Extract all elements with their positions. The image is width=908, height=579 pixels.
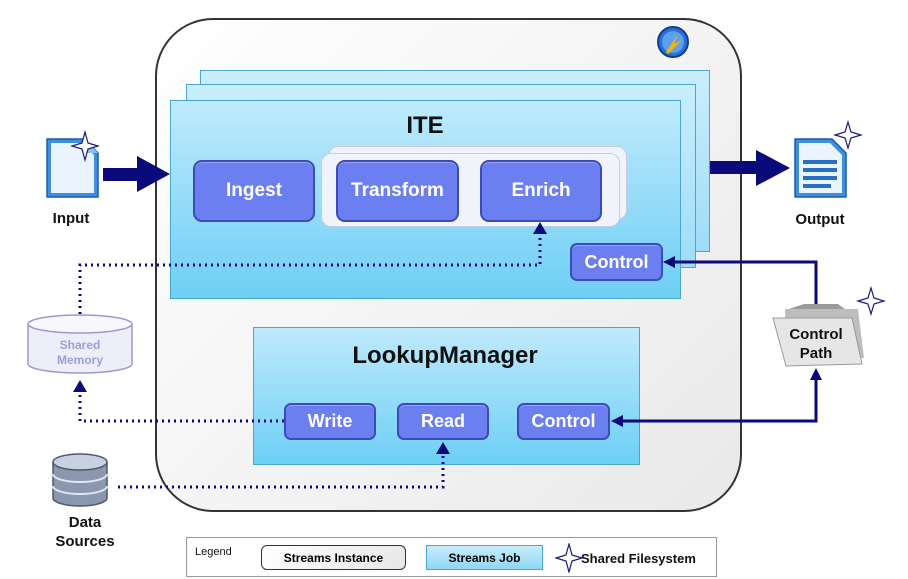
legend-sparkle-icon bbox=[555, 543, 583, 573]
legend-title: Legend bbox=[195, 546, 232, 558]
write-button[interactable]: Write bbox=[284, 403, 376, 440]
lookupmanager-title: LookupManager bbox=[352, 342, 538, 369]
transform-button[interactable]: Transform bbox=[336, 160, 459, 222]
lookup-control-button[interactable]: Control bbox=[517, 403, 610, 440]
enrich-button[interactable]: Enrich bbox=[480, 160, 602, 222]
output-label: Output bbox=[795, 211, 845, 228]
output-document-icon bbox=[794, 138, 847, 198]
output-sparkle-icon bbox=[832, 119, 864, 151]
control-path-label-line1: Control bbox=[789, 326, 843, 343]
read-button[interactable]: Read bbox=[397, 403, 489, 440]
ite-title: ITE bbox=[406, 112, 444, 139]
input-document-icon bbox=[46, 138, 99, 198]
data-sources-label: Data Sources bbox=[40, 513, 130, 551]
ite-control-button[interactable]: Control bbox=[570, 243, 663, 281]
legend-streams-instance: Streams Instance bbox=[261, 545, 406, 570]
shared-memory-label-line1: Shared bbox=[59, 338, 101, 352]
ingest-button[interactable]: Ingest bbox=[193, 160, 315, 222]
control-path-label-line2: Path bbox=[799, 345, 833, 362]
input-label: Input bbox=[52, 210, 90, 227]
control-path-label: Control Path bbox=[776, 325, 856, 363]
data-sources-label-line2: Sources bbox=[55, 533, 115, 550]
data-sources-label-line1: Data bbox=[68, 514, 102, 531]
control-path-sparkle-icon bbox=[855, 285, 887, 317]
legend-shared-filesystem: Shared Filesystem bbox=[581, 551, 696, 566]
legend-streams-job: Streams Job bbox=[426, 545, 543, 570]
input-sparkle-icon bbox=[69, 129, 101, 163]
shared-memory-label: Shared Memory bbox=[40, 338, 120, 368]
database-icon bbox=[52, 453, 108, 507]
shared-memory-label-line2: Memory bbox=[56, 353, 103, 367]
